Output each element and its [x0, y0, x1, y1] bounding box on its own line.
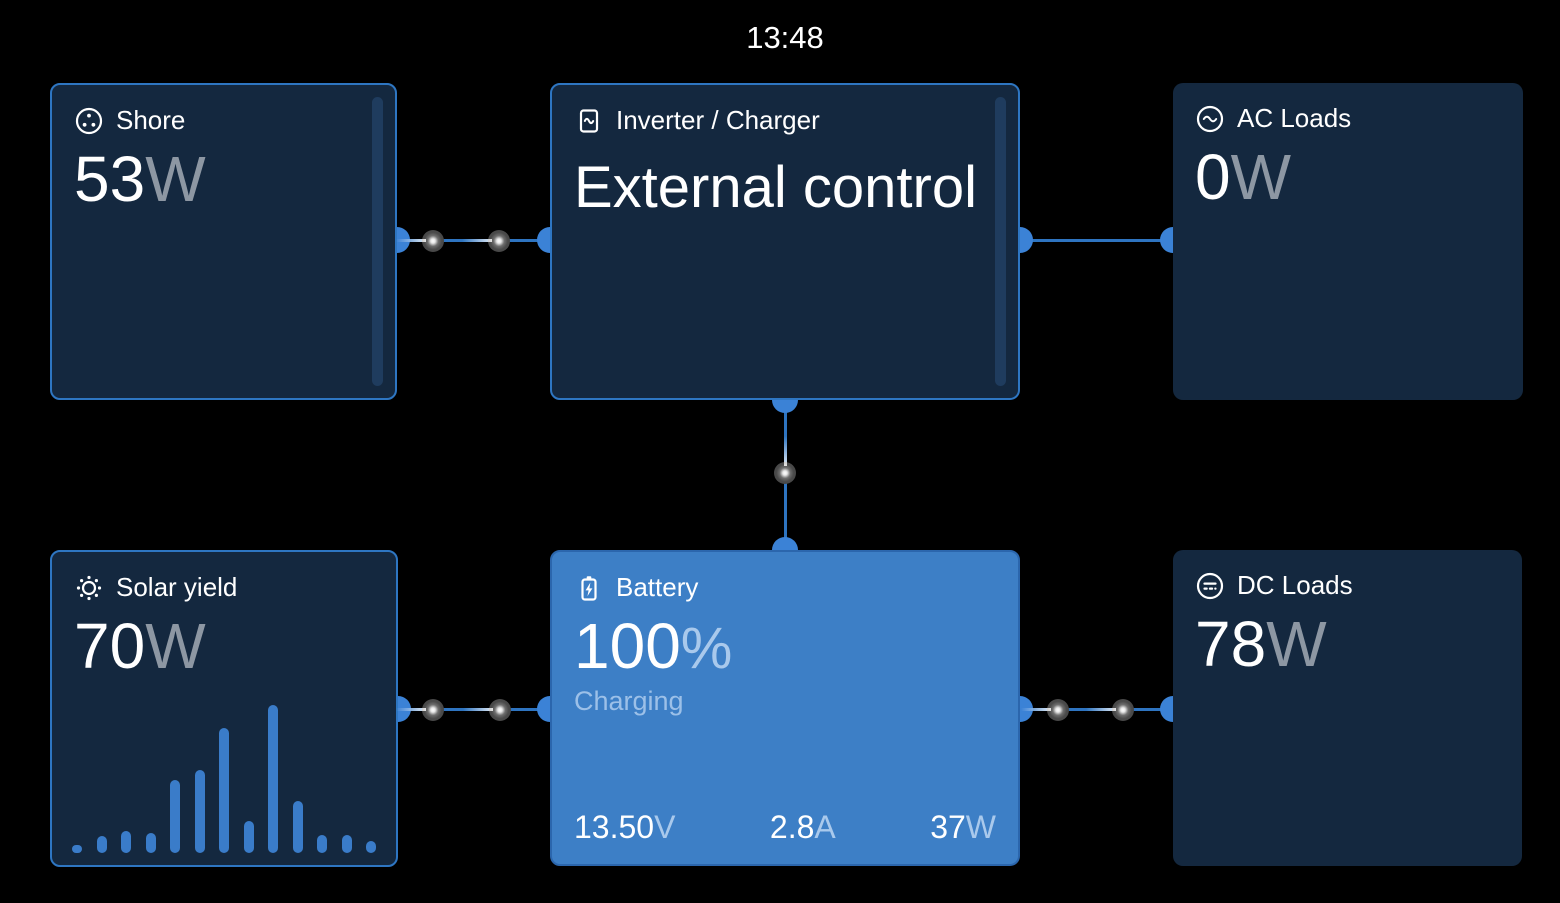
ac-wave-icon	[1195, 104, 1225, 134]
solar-chart-bar	[96, 836, 107, 853]
clock: 13:48	[746, 20, 824, 55]
solar-power-unit: W	[145, 610, 206, 682]
energy-flow-dot	[396, 698, 444, 721]
energy-flow-dot	[463, 698, 511, 721]
solar-chart-bar	[219, 728, 229, 853]
solar-chart-bar	[366, 841, 376, 853]
ac-loads-power: 0W	[1195, 141, 1501, 213]
solar-label: Solar yield	[116, 572, 238, 602]
battery-power: 37W	[930, 809, 996, 845]
ac-loads-card[interactable]: AC Loads 0W	[1173, 83, 1523, 400]
solar-chart-bar	[72, 845, 82, 853]
solar-chart-bar	[268, 705, 278, 853]
battery-soc-value: 100	[574, 610, 681, 682]
shore-socket-icon	[74, 106, 104, 136]
dc-loads-power-value: 78	[1195, 608, 1267, 680]
solar-power-value: 70	[74, 610, 146, 682]
battery-measurements: 13.50V 2.8A 37W	[574, 809, 996, 846]
energy-flow-dot	[396, 229, 444, 252]
dc-loads-card[interactable]: DC Loads 78W	[1173, 550, 1522, 866]
solar-chart-bar	[145, 833, 156, 853]
energy-flow-dot	[774, 436, 796, 484]
shore-power: 53W	[74, 143, 373, 215]
dc-loads-power-unit: W	[1266, 608, 1327, 680]
solar-chart-bar	[170, 780, 180, 853]
ac-loads-power-value: 0	[1195, 141, 1231, 213]
solar-chart-bar	[317, 835, 327, 853]
shore-label: Shore	[116, 105, 186, 135]
shore-power-value: 53	[74, 143, 146, 215]
solar-chart-bar	[194, 770, 205, 853]
inverter-status: External control	[574, 155, 977, 220]
battery-card[interactable]: Battery 100% Charging 13.50V 2.8A 37W	[550, 550, 1020, 866]
ac-loads-power-unit: W	[1230, 141, 1291, 213]
solar-card[interactable]: Solar yield 70W	[50, 550, 398, 867]
inverter-icon	[574, 106, 604, 136]
dc-loads-power: 78W	[1195, 608, 1500, 680]
solar-chart-bar	[121, 831, 131, 853]
energy-flow-dot	[1086, 698, 1134, 721]
battery-soc: 100%	[574, 610, 996, 682]
solar-power: 70W	[74, 610, 374, 682]
solar-chart-bar	[341, 835, 352, 853]
solar-chart-bar	[243, 821, 254, 853]
battery-bolt-icon	[574, 573, 604, 603]
flow-line-inverter-acloads	[1020, 239, 1173, 242]
sun-icon	[74, 573, 104, 603]
shore-power-unit: W	[145, 143, 206, 215]
battery-current: 2.8A	[769, 809, 836, 845]
battery-voltage: 13.50V	[574, 809, 676, 845]
battery-current-unit: A	[814, 809, 836, 845]
battery-voltage-unit: V	[654, 809, 676, 845]
shore-card[interactable]: Shore 53W	[50, 83, 397, 400]
inverter-scrollbar[interactable]	[995, 97, 1006, 386]
energy-flow-dot	[1021, 698, 1069, 721]
solar-history-chart	[72, 701, 376, 853]
ac-loads-label: AC Loads	[1237, 103, 1352, 133]
battery-power-unit: W	[965, 809, 996, 845]
battery-status: Charging	[574, 686, 684, 717]
dc-lines-icon	[1195, 571, 1225, 601]
inverter-card[interactable]: Inverter / Charger External control	[550, 83, 1020, 400]
energy-flow-dot	[462, 229, 510, 252]
inverter-label: Inverter / Charger	[616, 105, 820, 135]
shore-scrollbar[interactable]	[372, 97, 383, 386]
dc-loads-label: DC Loads	[1237, 570, 1353, 600]
solar-chart-bar	[292, 801, 303, 853]
battery-soc-unit: %	[680, 616, 733, 681]
battery-label: Battery	[616, 572, 699, 602]
